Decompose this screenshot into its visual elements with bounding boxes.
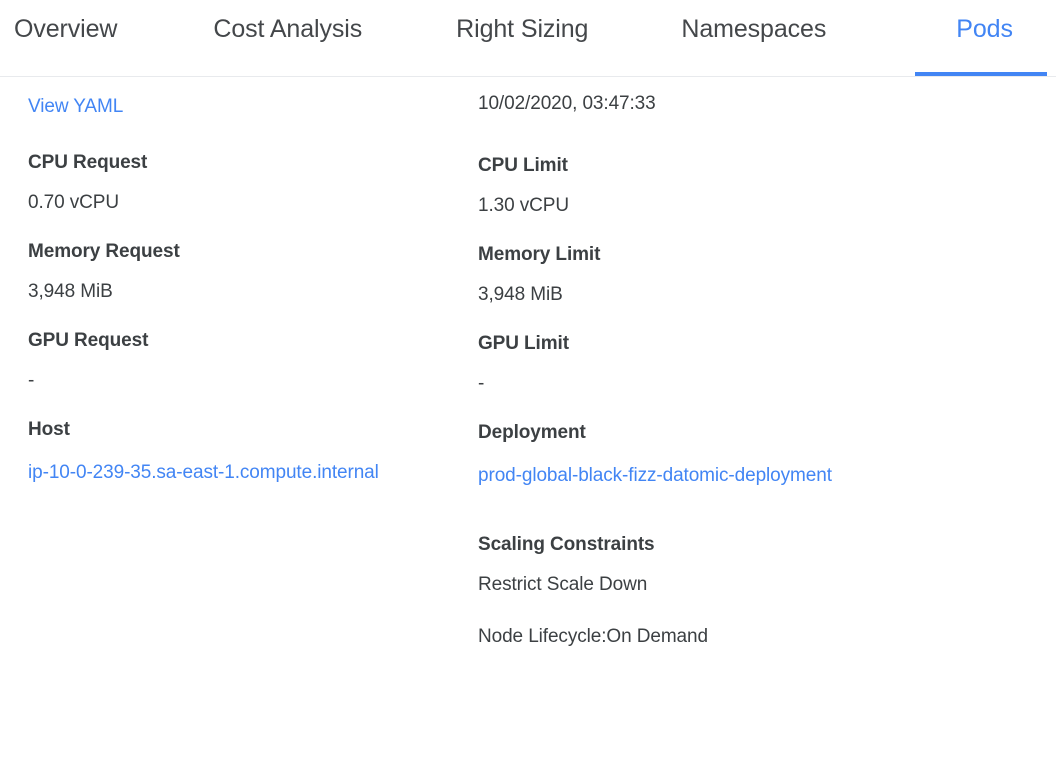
scaling-constraints-label: Scaling Constraints — [478, 534, 655, 555]
tab-cost-analysis[interactable]: Cost Analysis — [213, 13, 362, 76]
tab-bar: Overview Cost Analysis Right Sizing Name… — [0, 0, 1056, 77]
field-memory-request: Memory Request 3,948 MiB — [28, 239, 444, 305]
tab-overview[interactable]: Overview — [14, 13, 117, 76]
host-link[interactable]: ip-10-0-239-35.sa-east-1.compute.interna… — [28, 462, 379, 483]
scaling-constraints-list: Restrict Scale Down Node Lifecycle:On De… — [478, 572, 1004, 650]
field-deployment: Deployment prod-global-black-fizz-datomi… — [478, 420, 1004, 491]
detail-column-right: 10/02/2020, 03:47:33 CPU Limit 1.30 vCPU… — [464, 91, 1024, 676]
tab-active-underline — [915, 72, 1047, 76]
field-memory-limit-label: Memory Limit — [478, 244, 601, 265]
field-gpu-limit-value: - — [478, 373, 485, 394]
field-memory-limit-value: 3,948 MiB — [478, 284, 563, 305]
field-host: Host ip-10-0-239-35.sa-east-1.compute.in… — [28, 417, 444, 488]
tab-pods-label: Pods — [956, 15, 1013, 43]
tab-right-sizing-label: Right Sizing — [456, 15, 589, 43]
view-yaml-link[interactable]: View YAML — [28, 96, 124, 117]
view-yaml-row: View YAML — [28, 91, 444, 122]
pod-start-timestamp: 10/02/2020, 03:47:33 — [478, 93, 656, 114]
field-gpu-request-value: - — [28, 370, 35, 391]
tab-namespaces[interactable]: Namespaces — [681, 13, 826, 76]
field-memory-limit: Memory Limit 3,948 MiB — [478, 242, 1004, 308]
scaling-constraint-item: Restrict Scale Down — [478, 574, 648, 595]
detail-columns: View YAML CPU Request 0.70 vCPU Memory R… — [0, 91, 1056, 676]
tab-right-sizing[interactable]: Right Sizing — [456, 13, 588, 76]
field-cpu-request: CPU Request 0.70 vCPU — [28, 150, 444, 216]
section-spacer — [478, 514, 1004, 532]
field-gpu-request: GPU Request - — [28, 328, 444, 394]
tab-overview-label: Overview — [14, 15, 118, 43]
field-cpu-request-value: 0.70 vCPU — [28, 192, 119, 213]
pod-detail-panel: View YAML CPU Request 0.70 vCPU Memory R… — [0, 77, 1056, 676]
field-cpu-request-label: CPU Request — [28, 152, 148, 173]
field-memory-request-label: Memory Request — [28, 241, 180, 262]
field-cpu-limit-value: 1.30 vCPU — [478, 195, 569, 216]
field-gpu-limit: GPU Limit - — [478, 331, 1004, 397]
tab-pods[interactable]: Pods — [915, 13, 1047, 76]
deployment-link[interactable]: prod-global-black-fizz-datomic-deploymen… — [478, 465, 832, 486]
field-gpu-limit-label: GPU Limit — [478, 333, 569, 354]
field-deployment-label: Deployment — [478, 422, 586, 443]
field-host-label: Host — [28, 419, 70, 440]
field-cpu-limit-label: CPU Limit — [478, 155, 568, 176]
field-cpu-limit: CPU Limit 1.30 vCPU — [478, 153, 1004, 219]
section-scaling-constraints: Scaling Constraints Restrict Scale Down … — [478, 532, 1004, 650]
tab-list: Overview Cost Analysis Right Sizing Name… — [0, 0, 1056, 76]
field-memory-request-value: 3,948 MiB — [28, 281, 113, 302]
field-gpu-request-label: GPU Request — [28, 330, 149, 351]
scaling-constraint-item: Node Lifecycle:On Demand — [478, 626, 708, 647]
tab-namespaces-label: Namespaces — [681, 15, 827, 43]
detail-column-left: View YAML CPU Request 0.70 vCPU Memory R… — [0, 91, 464, 488]
tab-cost-analysis-label: Cost Analysis — [213, 15, 363, 43]
